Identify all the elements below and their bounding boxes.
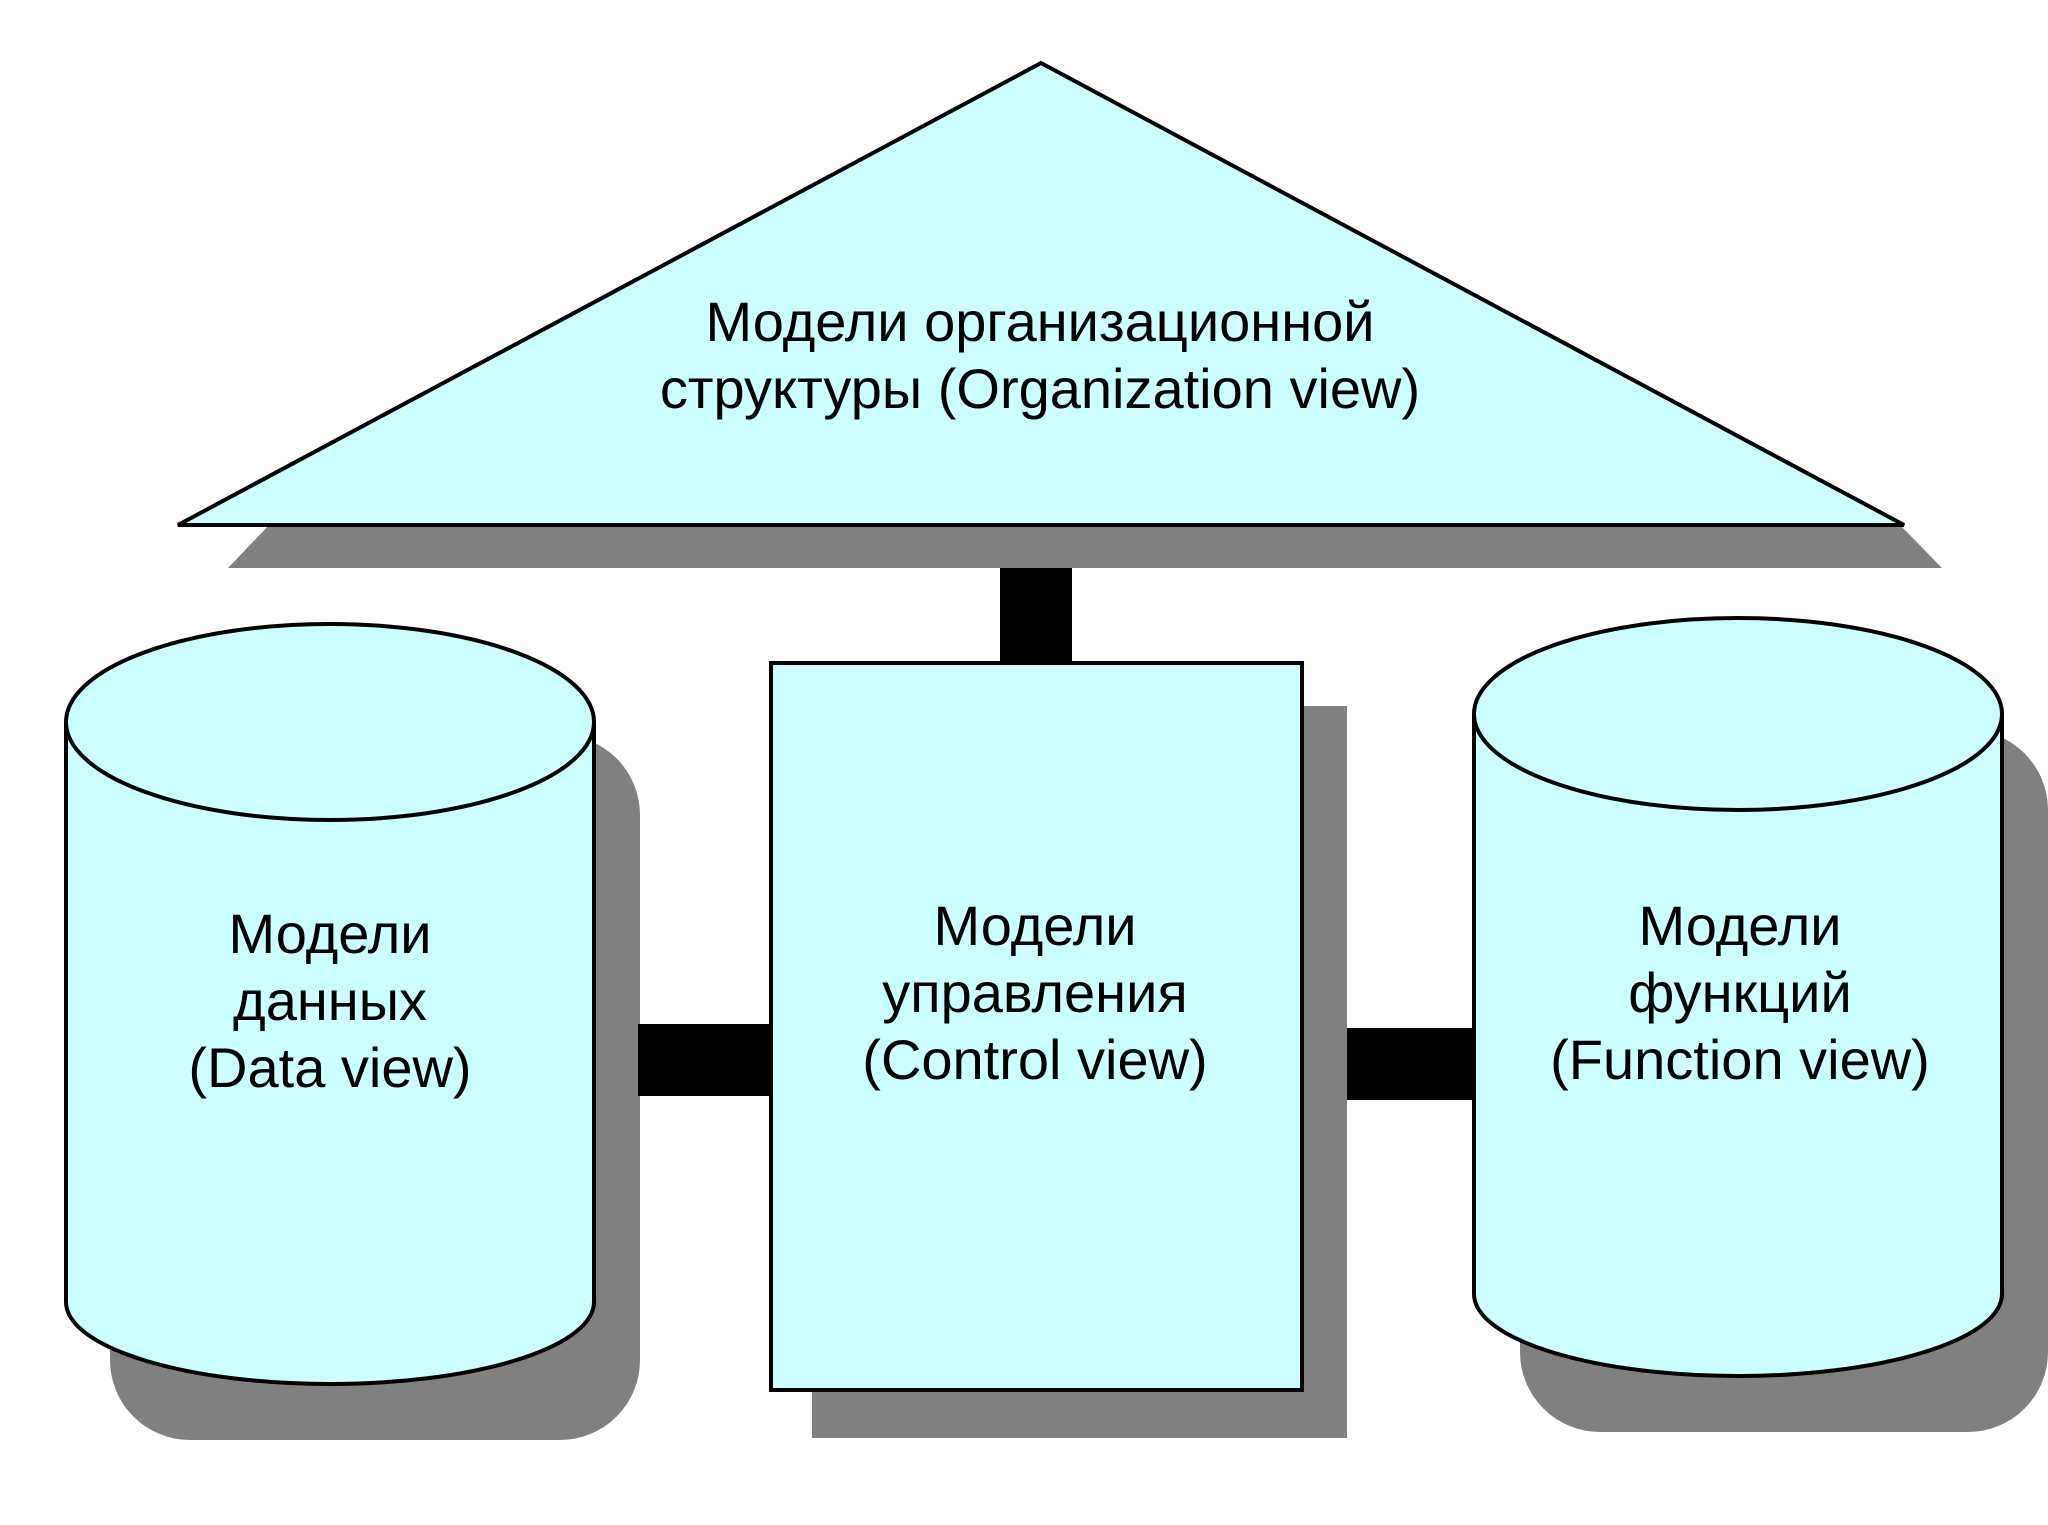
function-cylinder-top (1472, 616, 2004, 812)
function-label-line1: Модели (1638, 894, 1842, 957)
function-view-label: Модели функций (Function view) (1490, 892, 1990, 1094)
control-view-label: Модели управления (Control view) (770, 892, 1300, 1094)
data-label-line2: данных (233, 969, 427, 1033)
control-label-line3: (Control view) (862, 1028, 1208, 1092)
organization-triangle (177, 60, 1905, 527)
function-label-line3: (Function view) (1550, 1028, 1930, 1092)
control-box (769, 661, 1304, 1392)
data-view-label: Модели данных (Data view) (120, 900, 540, 1102)
data-label-line3: (Data view) (188, 1036, 472, 1100)
connector-organization-control (1000, 568, 1072, 663)
connector-data-control (638, 1024, 771, 1096)
organization-view-label: Модели организационной структуры (Organi… (560, 288, 1520, 422)
control-label-line1: Модели (933, 894, 1137, 957)
control-label-line2: управления (882, 961, 1188, 1025)
function-cylinder-body (1472, 714, 2004, 1378)
data-cylinder-body (64, 722, 596, 1386)
organization-label-line1: Модели организационной (705, 290, 1375, 353)
organization-label-line2: структуры (Organization view) (659, 357, 1421, 421)
function-label-line2: функций (1628, 961, 1852, 1025)
organization-triangle-shadow (228, 522, 1942, 568)
connector-control-function (1347, 1028, 1474, 1100)
data-cylinder-top (64, 622, 596, 822)
data-label-line1: Модели (228, 902, 432, 965)
